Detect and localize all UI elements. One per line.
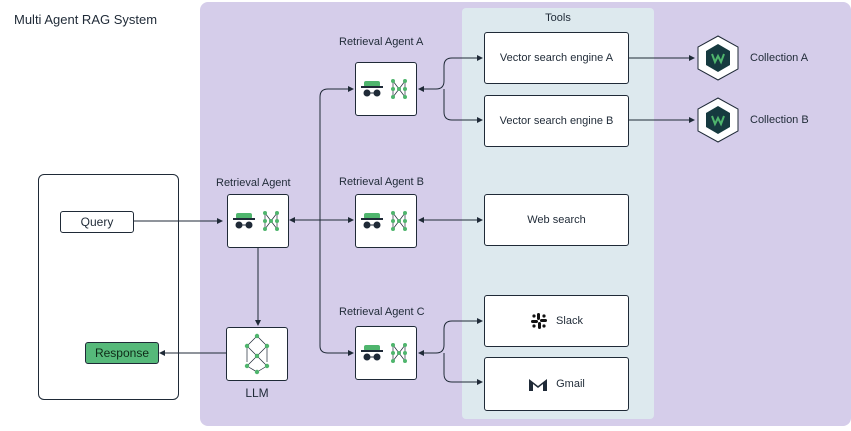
incognito-agent-icon — [361, 81, 383, 97]
retrieval-agent-c-node — [355, 326, 417, 380]
retrieval-agent-a-node — [355, 62, 417, 116]
neural-network-icon — [391, 211, 407, 231]
slack-box: Slack — [484, 295, 629, 347]
gmail-label: Gmail — [556, 378, 585, 390]
retrieval-agent-c-label: Retrieval Agent C — [339, 306, 425, 318]
tools-title: Tools — [545, 12, 571, 24]
neural-network-icon — [391, 343, 407, 363]
slack-icon — [530, 312, 548, 330]
neural-network-icon — [391, 79, 407, 99]
retrieval-agent-a-label: Retrieval Agent A — [339, 36, 424, 48]
collection-b-hex-icon — [697, 97, 739, 143]
agent-a-to-vector-a-arrow — [418, 55, 483, 92]
llm-node — [226, 327, 288, 381]
agent-c-to-gmail-arrow — [443, 353, 483, 385]
web-search-label: Web search — [527, 214, 586, 226]
incognito-agent-icon — [233, 213, 255, 229]
collection-a-hex-icon — [697, 35, 739, 81]
web-search-box: Web search — [484, 194, 629, 246]
incognito-agent-icon — [361, 345, 383, 361]
agent-to-agent-c-arrow — [319, 220, 354, 356]
agent-c-to-slack-arrow — [418, 318, 483, 356]
vector-search-engine-a-label: Vector search engine A — [499, 52, 614, 64]
vector-search-engine-a-box: Vector search engine A — [484, 32, 629, 84]
retrieval-agent-b-label: Retrieval Agent B — [339, 176, 424, 188]
vector-search-engine-b-box: Vector search engine B — [484, 95, 629, 147]
response-bubble: Response — [85, 342, 159, 364]
neural-network-icon — [263, 211, 279, 231]
collection-b-label: Collection B — [750, 114, 809, 126]
llm-label: LLM — [245, 386, 269, 400]
vector-search-engine-b-label: Vector search engine B — [499, 115, 614, 127]
slack-label: Slack — [556, 315, 583, 327]
retrieval-agent-b-node — [355, 194, 417, 248]
collection-a-label: Collection A — [750, 52, 809, 64]
agent-a-to-vector-b-arrow — [443, 89, 483, 123]
retrieval-agent-node — [227, 194, 289, 248]
page-title: Multi Agent RAG System — [14, 12, 158, 27]
agent-to-agent-a-arrow — [319, 86, 354, 220]
neural-network-icon — [244, 333, 270, 375]
query-bubble: Query — [60, 211, 134, 233]
incognito-agent-icon — [361, 213, 383, 229]
gmail-icon — [528, 377, 548, 392]
gmail-box: Gmail — [484, 357, 629, 411]
retrieval-agent-label: Retrieval Agent — [216, 177, 291, 189]
